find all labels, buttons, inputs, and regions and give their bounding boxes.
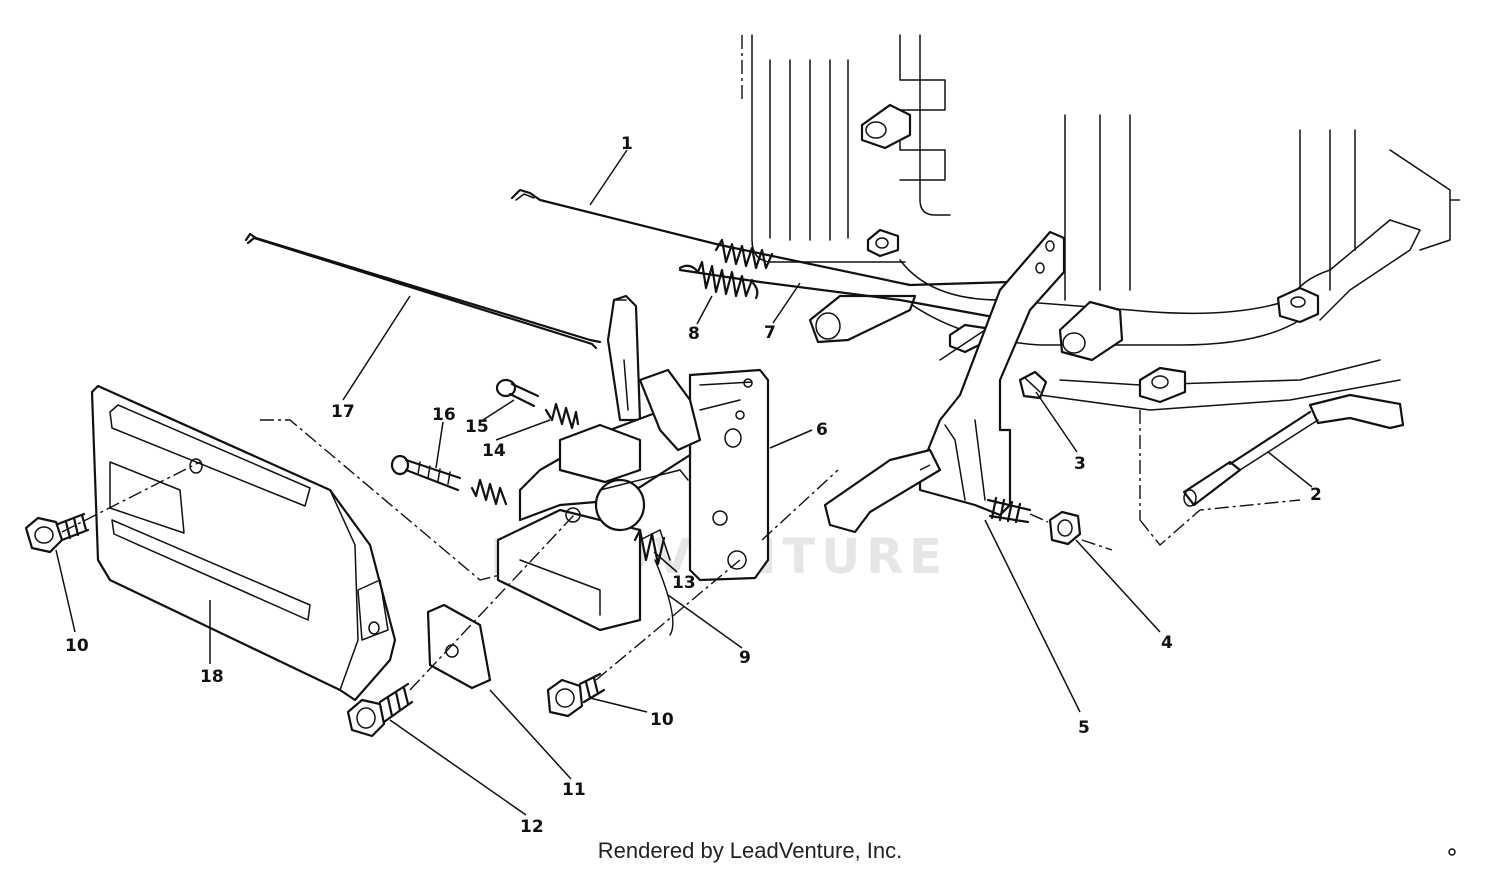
callout-15: 15 — [465, 417, 489, 437]
part-2-governor-shaft — [1184, 395, 1403, 506]
engine-block — [742, 35, 1460, 545]
callout-11: 11 — [562, 780, 586, 800]
assembly-lines — [62, 420, 1112, 690]
part-4-nut — [1050, 512, 1080, 544]
callout-4: 4 — [1161, 633, 1173, 653]
callout-2: 2 — [1310, 485, 1322, 505]
part-5-governor-lever — [825, 232, 1064, 532]
callout-5: 5 — [1078, 718, 1090, 738]
part-17-choke-rod — [246, 234, 600, 348]
part-3-clamp-bolt — [1020, 372, 1046, 398]
callout-14: 14 — [482, 441, 506, 461]
callout-1: 1 — [621, 134, 633, 154]
part-14-spring — [546, 404, 578, 428]
part-8-governor-spring — [680, 262, 757, 298]
part-11-clip — [428, 605, 490, 688]
callout-18: 18 — [200, 667, 224, 687]
callout-8: 8 — [688, 324, 700, 344]
callout-6: 6 — [816, 420, 828, 440]
part-15-screw — [497, 380, 538, 406]
callout-9: 9 — [739, 648, 751, 668]
part-16-screw — [392, 456, 460, 490]
callout-17: 17 — [331, 402, 355, 422]
corner-mark — [1449, 849, 1455, 855]
callout-10-right: 10 — [650, 710, 674, 730]
footer-credit: Rendered by LeadVenture, Inc. — [597, 838, 903, 863]
callout-3: 3 — [1074, 454, 1086, 474]
callouts: 1 2 3 4 5 6 7 8 9 10 10 11 12 13 14 15 1… — [65, 134, 1322, 837]
leader-lines — [56, 150, 1312, 815]
callout-16: 16 — [432, 405, 456, 425]
part-10-bolt-right — [548, 674, 604, 716]
callout-10-left: 10 — [65, 636, 89, 656]
callout-7: 7 — [764, 323, 776, 343]
part-12-bolt — [348, 684, 412, 736]
callout-13: 13 — [672, 573, 696, 593]
callout-12: 12 — [520, 817, 544, 837]
part-13-throttle-lever — [560, 370, 700, 635]
part-10-bolt-left — [26, 514, 88, 552]
part-18-cover-plate — [92, 386, 395, 700]
